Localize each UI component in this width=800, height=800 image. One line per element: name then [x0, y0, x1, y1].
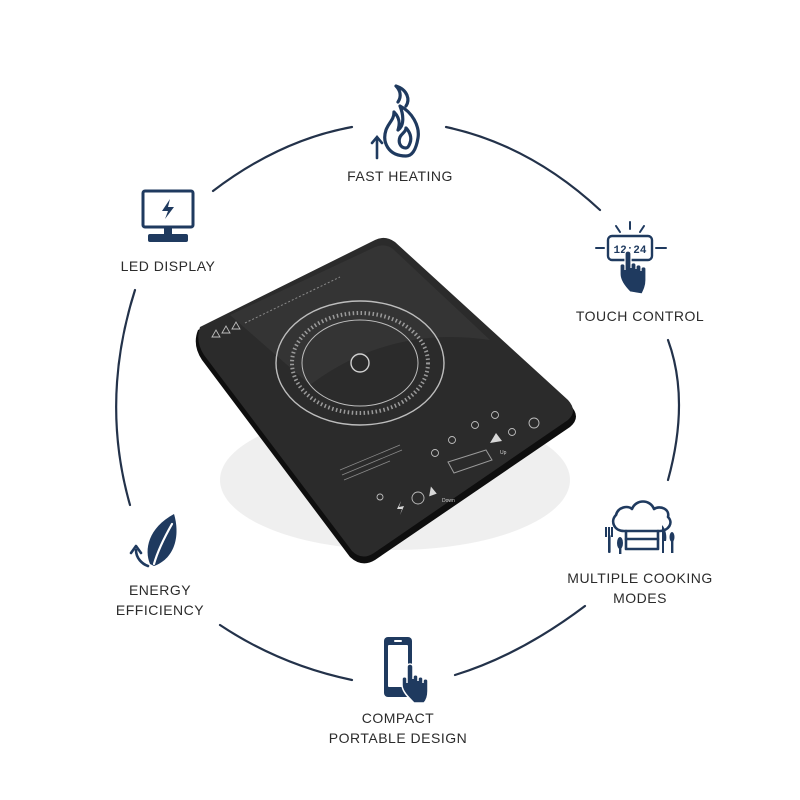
chef-hat-utensils-icon [605, 500, 675, 554]
compact-portable-design-label: COMPACT PORTABLE DESIGN [328, 710, 468, 746]
ring-arc-bottom-left [218, 623, 354, 682]
multiple-cooking-modes-label: MULTIPLE COOKING MODES [567, 570, 713, 606]
ring-arc-top-right [444, 125, 602, 212]
phone-touch-icon [384, 637, 429, 703]
energy-efficiency-label: ENERGY EFFICIENCY [115, 582, 205, 618]
ring-arc-bottom-right [453, 604, 587, 677]
touch-control-label: TOUCH CONTROL [575, 308, 705, 324]
led-display-label: LED DISPLAY [120, 258, 216, 274]
fast-heating-label: FAST HEATING [347, 168, 453, 184]
cooktop-up-label: Up [500, 450, 507, 456]
ring-arc-top-left [211, 125, 354, 193]
induction-cooktop-image: Up Down [195, 237, 576, 564]
leaf-arrow-icon [129, 514, 177, 568]
monitor-bolt-icon [141, 189, 195, 242]
flame-up-icon [370, 84, 420, 160]
ring-arc-left [115, 288, 137, 507]
cooktop-down-label: Down [442, 498, 455, 504]
ring-arc-right [666, 338, 681, 482]
touch-display-icon: 12:24 [595, 221, 667, 295]
